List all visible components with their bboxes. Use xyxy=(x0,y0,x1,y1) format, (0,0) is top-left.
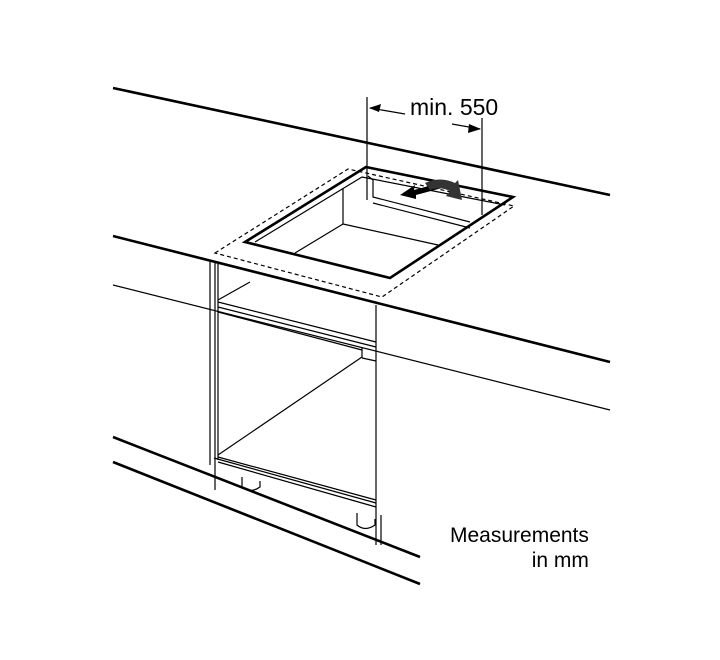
worktop-back-edge xyxy=(112,86,611,197)
cabinet-foot xyxy=(356,513,376,530)
back-rail xyxy=(367,175,471,223)
measurement-note: Measurements in mm xyxy=(450,523,589,573)
arrowhead-left xyxy=(369,104,381,112)
airflow-arrow-icon xyxy=(425,179,462,200)
cabinet-foot xyxy=(241,477,261,492)
cabinet-top-back xyxy=(217,281,251,301)
worktop-cutout xyxy=(241,165,517,280)
cutout-inner-floor-back xyxy=(342,223,439,246)
arrowhead-right xyxy=(468,124,481,133)
dimension-label: min. 550 xyxy=(410,94,499,120)
plinth-floor-line xyxy=(112,460,421,586)
cabinet-bottom-front xyxy=(217,461,377,508)
shelf-front xyxy=(217,306,377,348)
worktop-bottom-edge xyxy=(112,284,611,411)
cabinet-floor-diagonal xyxy=(217,356,363,456)
cabinet-bottom-front xyxy=(217,456,377,501)
shelf-front xyxy=(217,311,363,351)
worktop-front-edge xyxy=(112,234,611,364)
cabinet-bottom-front xyxy=(213,457,377,504)
cutout-inner-floor-left xyxy=(294,223,344,254)
back-rail-lower xyxy=(372,202,471,229)
measurement-note-line2: in mm xyxy=(531,549,589,572)
plinth-top-line xyxy=(112,435,421,559)
shelf-back-post xyxy=(361,357,377,362)
shelf-front xyxy=(217,301,377,343)
measurement-note-line1: Measurements xyxy=(450,524,589,547)
